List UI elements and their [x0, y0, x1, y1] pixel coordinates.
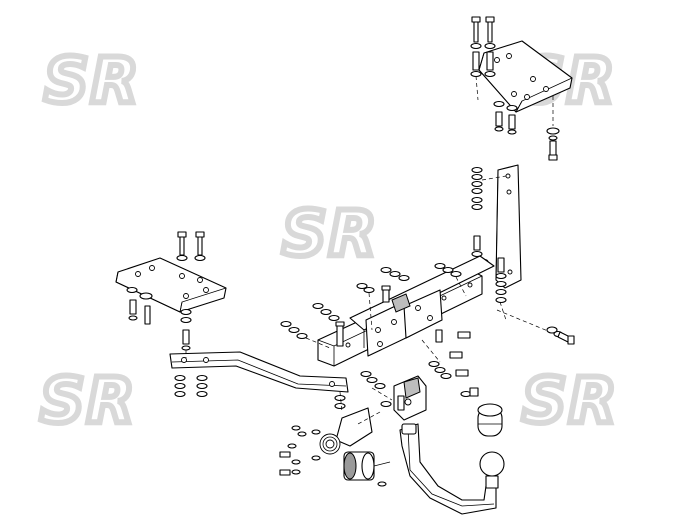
strap-fasteners — [471, 166, 507, 304]
hitch-mount-block — [380, 375, 427, 421]
watermark-center: SR — [282, 197, 378, 270]
right-vertical-strap — [495, 164, 522, 289]
left-mounting-plate — [115, 257, 227, 313]
top-right-mounting-plate — [478, 40, 573, 113]
assembly-guide-lines — [185, 301, 507, 425]
watermark-bottom-right: SR — [522, 364, 618, 437]
watermark-bottom-left: SR — [40, 364, 136, 437]
crossbar-upper-fasteners — [356, 262, 467, 331]
tow-ball-cover — [477, 403, 503, 437]
left-arm — [169, 351, 349, 393]
electrical-socket-bracket — [311, 407, 373, 461]
watermark-top-left: SR — [44, 44, 140, 117]
center-mounting-brackets — [365, 289, 443, 357]
tow-ball — [479, 451, 505, 489]
socket-screws — [279, 425, 387, 487]
left-plate-upper-bolts — [176, 231, 206, 262]
top-plate-bolts — [470, 16, 496, 101]
crossbar-left-fasteners — [280, 302, 345, 349]
right-side-bolt — [496, 309, 575, 345]
crossbar-lower-fasteners — [360, 329, 479, 398]
electrical-socket — [343, 451, 391, 481]
left-plate-lower-fasteners — [126, 286, 192, 351]
top-plate-lower-fasteners — [493, 96, 560, 161]
left-arm-fasteners — [174, 374, 346, 413]
